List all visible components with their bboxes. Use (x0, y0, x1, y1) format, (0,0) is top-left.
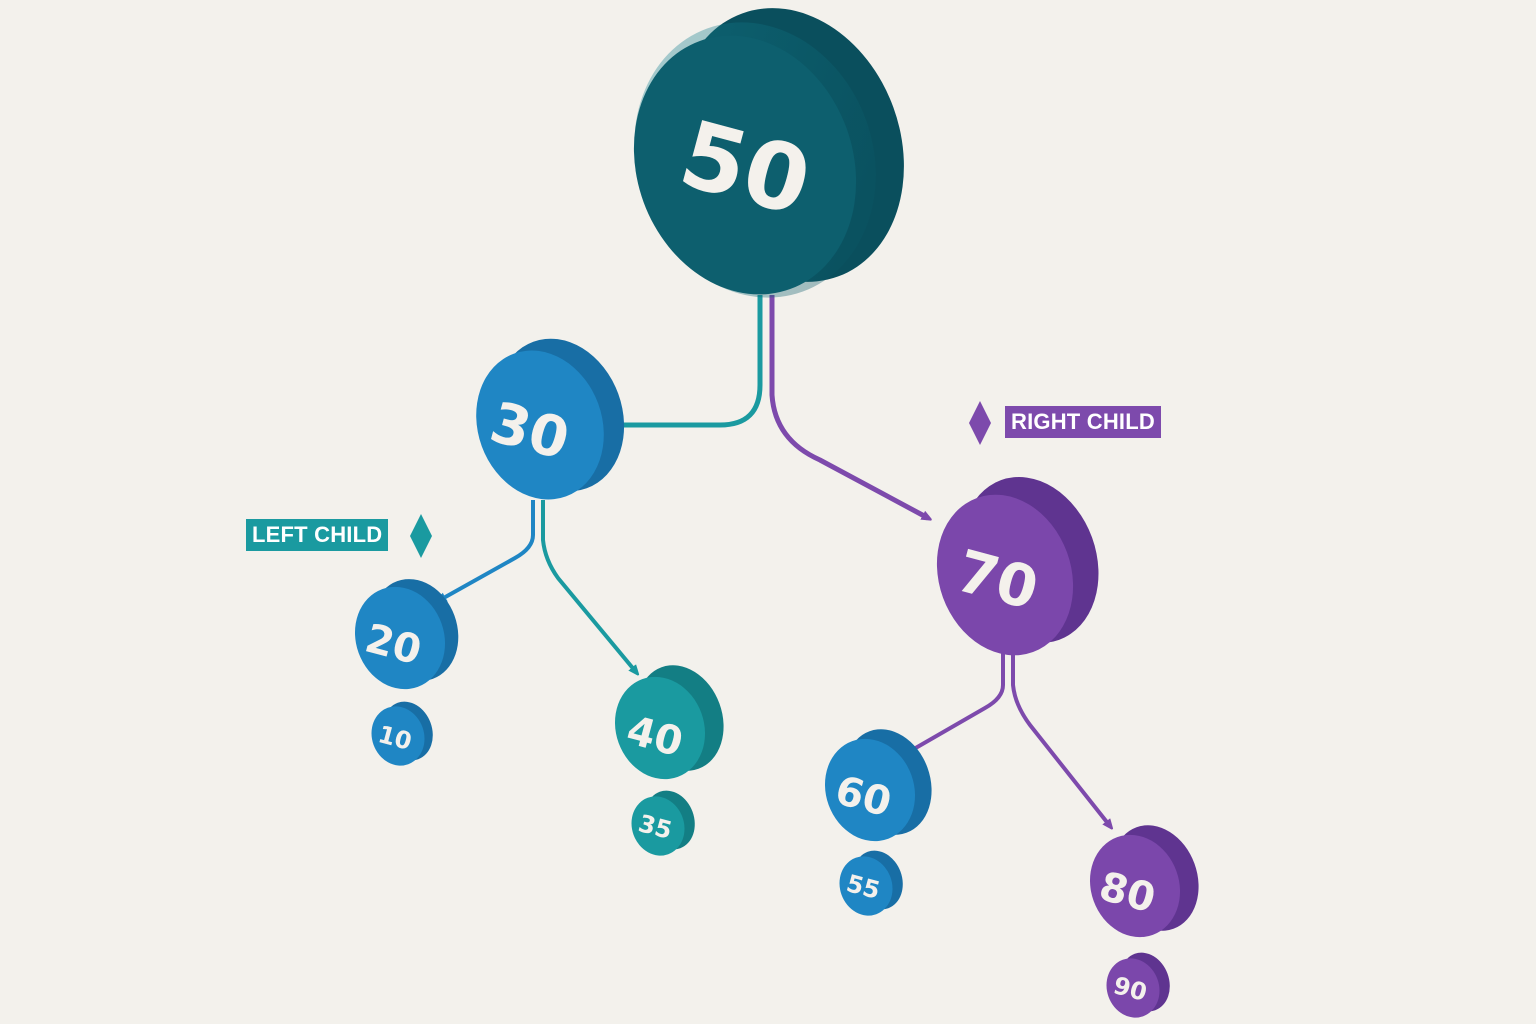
edge-70-80 (1011, 650, 1110, 826)
node-20[interactable]: 20 (341, 567, 472, 702)
node-70[interactable]: 70 (915, 458, 1121, 675)
node-90[interactable]: 90 (1098, 946, 1178, 1024)
node-50[interactable]: 50 (596, 0, 941, 332)
node-40[interactable]: 40 (601, 653, 738, 792)
edge-30-20 (440, 500, 535, 600)
edge-70-60 (900, 650, 1005, 757)
edge-50-30 (600, 295, 763, 428)
left-child-label: LEFT CHILD (246, 519, 389, 551)
right-child-label: RIGHT CHILD (1005, 406, 1161, 438)
left-diamond-icon (410, 514, 432, 558)
edge-50-70 (769, 295, 928, 518)
edges (440, 295, 1110, 826)
node-80[interactable]: 80 (1076, 813, 1213, 950)
node-55[interactable]: 55 (831, 844, 911, 923)
edge-30-40 (541, 500, 636, 672)
node-30[interactable]: 30 (456, 320, 645, 517)
node-10[interactable]: 10 (363, 695, 441, 773)
node-60[interactable]: 60 (811, 717, 946, 854)
right-diamond-icon (969, 401, 991, 445)
node-35[interactable]: 35 (623, 784, 703, 863)
